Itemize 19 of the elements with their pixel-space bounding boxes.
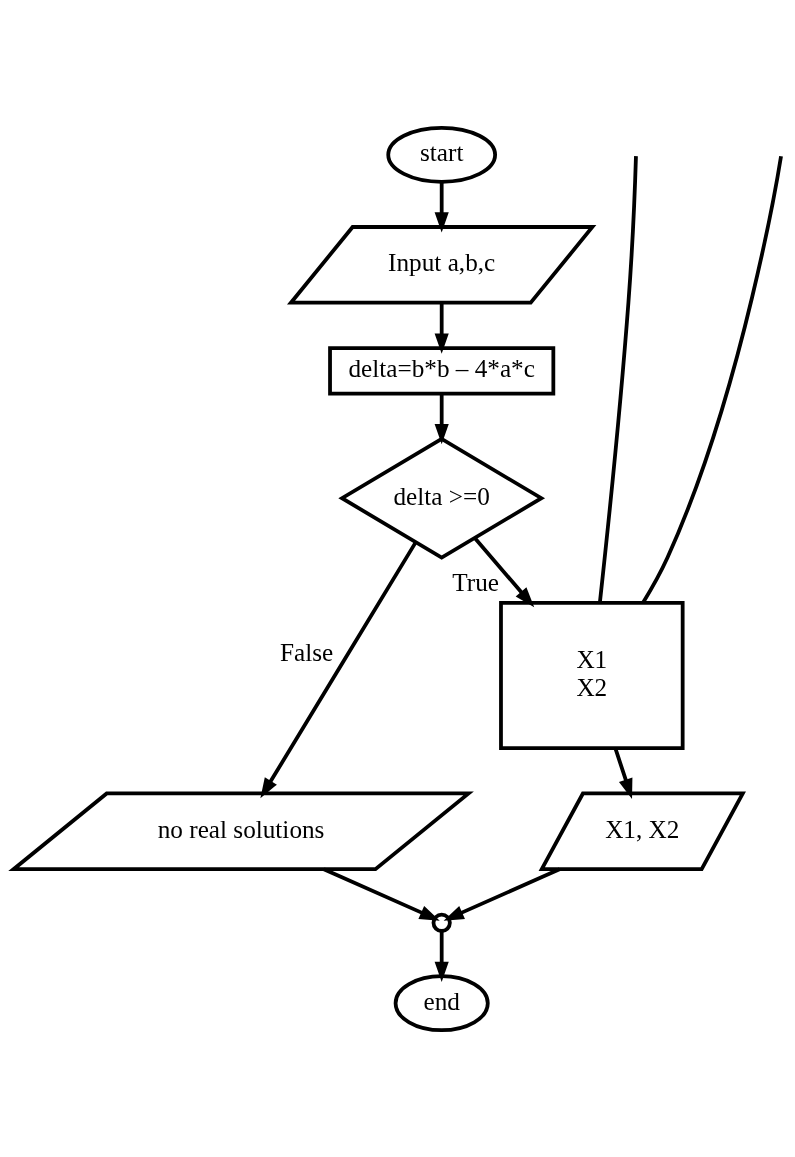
arrow [434,302,449,354]
arrow [473,536,535,607]
arrow [613,747,633,799]
node-ellipse: end [393,973,490,1032]
node-box: delta=b*b – 4*a*c [328,345,556,395]
arrow [434,181,449,233]
edge-label: True [452,568,500,596]
arrow [323,867,440,921]
node-box: X1 X2 [499,600,685,750]
edge-label: False [279,638,334,666]
node-circle [431,912,452,933]
node-diamond: delta >=0 [338,436,546,560]
connector [597,155,638,603]
arrow [443,867,561,921]
arrow [434,930,449,982]
arrow [260,540,418,798]
node-ellipse: start [386,125,497,184]
connector [641,155,783,604]
arrow [434,393,449,444]
